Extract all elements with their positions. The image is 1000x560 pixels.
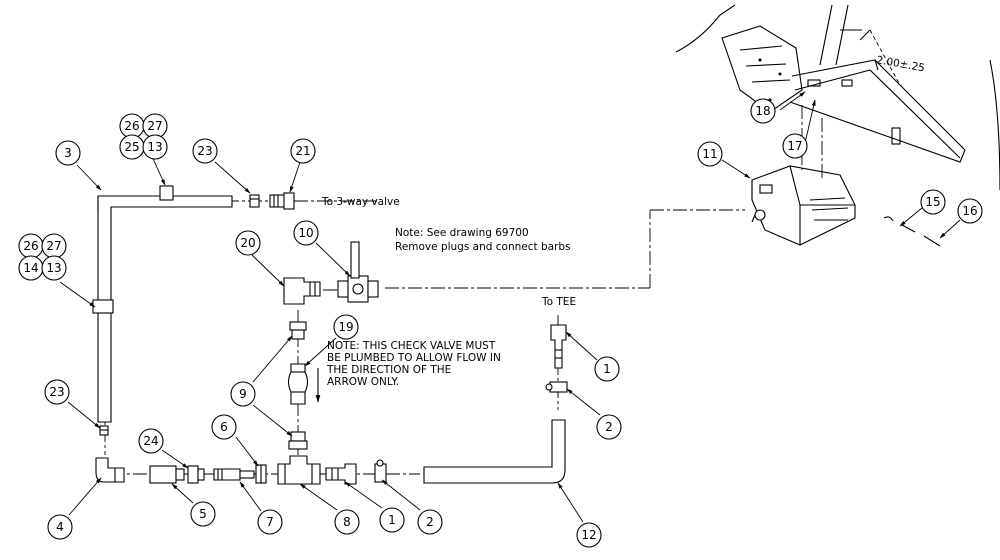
adapter-part-7 [213, 468, 255, 481]
balloon-3: 3 [55, 140, 81, 166]
balloon-label: 19 [338, 320, 353, 334]
leader-arrows [59, 91, 961, 523]
balloon-label: 24 [143, 434, 158, 448]
clamp-part-2-top [545, 381, 568, 393]
balloon-13-upper: 13 [142, 134, 168, 160]
balloon-label: 18 [755, 104, 770, 118]
balloon-label: 1 [603, 362, 611, 376]
balloon-label: 14 [23, 261, 38, 275]
balloon-23-top: 23 [192, 138, 218, 164]
note-check-valve-2: BE PLUMBED TO ALLOW FLOW IN [327, 352, 501, 364]
balloon-2-bottom: 2 [417, 509, 443, 535]
note-check-valve-4: ARROW ONLY. [327, 376, 399, 388]
fitting-part-9-bottom [288, 431, 308, 450]
balloon-23-bottom: 23 [44, 379, 70, 405]
fitting-part-21 [269, 192, 295, 210]
balloon-label: 16 [962, 204, 977, 218]
barb-part-1-bottom [325, 463, 357, 485]
balloon-10: 10 [293, 220, 319, 246]
balloon-label: 21 [295, 144, 310, 158]
dimension-label: 2.00±.25 [875, 54, 925, 74]
balloon-17: 17 [782, 133, 808, 159]
balloon-label: 17 [787, 139, 802, 153]
coupler-part-5 [149, 465, 185, 484]
balloon-20: 20 [235, 230, 261, 256]
balloon-14: 14 [18, 255, 44, 281]
balloon-25: 25 [119, 134, 145, 160]
balloon-label: 5 [199, 507, 207, 521]
balloon-6: 6 [211, 414, 237, 440]
note-check-valve-1: NOTE: THIS CHECK VALVE MUST [327, 340, 496, 352]
balloon-label: 27 [147, 119, 162, 133]
balloon-label: 27 [46, 239, 61, 253]
note-check-valve-3: THE DIRECTION OF THE [326, 364, 451, 376]
balloon-8: 8 [334, 509, 360, 535]
balloon-label: 2 [605, 420, 613, 434]
balloon-18: 18 [750, 98, 776, 124]
balloon-5: 5 [190, 501, 216, 527]
balloon-16: 16 [957, 198, 983, 224]
nut-part-6 [255, 464, 267, 484]
fitting-part-23-top [249, 194, 260, 208]
balloon-2-top: 2 [596, 414, 622, 440]
balloon-4: 4 [47, 514, 73, 540]
balloon-27-upper: 27 [142, 113, 168, 139]
balloon-label: 23 [197, 144, 212, 158]
balloon-label: 13 [147, 140, 162, 154]
note-see-drawing: Note: See drawing 69700 [395, 227, 529, 239]
balloon-label: 3 [64, 146, 72, 160]
balloon-13-lower: 13 [41, 255, 67, 281]
elbow-part-20 [283, 277, 321, 305]
balloon-label: 26 [124, 119, 139, 133]
balloon-label: 11 [702, 147, 717, 161]
balloon-1-bottom: 1 [379, 507, 405, 533]
balloon-label: 13 [46, 261, 61, 275]
balloon-label: 9 [239, 387, 247, 401]
balloon-label: 7 [266, 515, 274, 529]
note-to-tee: To TEE [541, 296, 576, 308]
balloon-label: 2 [426, 515, 434, 529]
balloon-26-lower: 26 [18, 233, 44, 259]
balloon-label: 25 [124, 140, 139, 154]
balloon-11: 11 [697, 141, 723, 167]
balloon-label: 4 [56, 520, 64, 534]
fitting-part-9-top [289, 321, 307, 340]
barb-part-1-top [550, 324, 567, 369]
clamp-part-2-bottom [374, 459, 387, 483]
balloon-label: 15 [925, 195, 940, 209]
balloon-label: 6 [220, 420, 228, 434]
balloon-26-upper: 26 [119, 113, 145, 139]
balloon-21: 21 [290, 138, 316, 164]
valve-part-10 [337, 241, 379, 303]
hose-part-12 [423, 419, 566, 484]
balloon-label: 23 [49, 385, 64, 399]
balloon-24: 24 [138, 428, 164, 454]
clamp-upper [159, 185, 174, 201]
balloon-1-top: 1 [594, 356, 620, 382]
balloon-15: 15 [920, 189, 946, 215]
hose-part-3 [97, 195, 233, 423]
note-remove-plugs: Remove plugs and connect barbs [395, 241, 571, 253]
fitting-part-23-bottom [99, 425, 109, 436]
balloon-label: 12 [581, 528, 596, 542]
balloon-27-lower: 27 [41, 233, 67, 259]
note-to-valve: To 3-way valve [321, 196, 400, 208]
clamp-lower [92, 299, 114, 314]
mount-assembly [675, 4, 1000, 247]
balloon-7: 7 [257, 509, 283, 535]
balloon-label: 10 [298, 226, 313, 240]
balloon-label: 20 [240, 236, 255, 250]
balloon-19: 19 [333, 314, 359, 340]
nut-part-24 [187, 465, 205, 484]
balloon-label: 8 [343, 515, 351, 529]
balloon-12: 12 [576, 522, 602, 548]
balloon-9: 9 [230, 381, 256, 407]
balloon-label: 1 [388, 513, 396, 527]
check-valve-part-19 [287, 363, 309, 405]
balloon-label: 26 [23, 239, 38, 253]
tee-part-8 [277, 455, 321, 485]
